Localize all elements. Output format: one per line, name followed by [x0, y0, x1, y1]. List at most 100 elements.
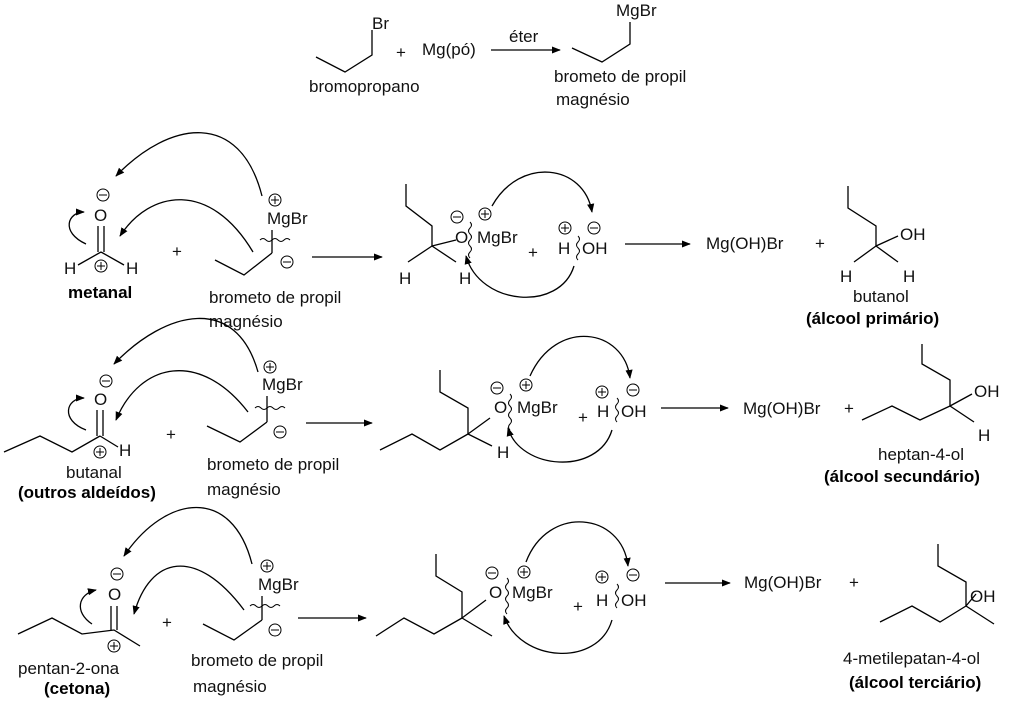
c-h-bond	[431, 245, 457, 263]
propyl-branch	[937, 544, 967, 606]
bond-h1	[77, 251, 102, 266]
substrate-class: (outros aldeídos)	[18, 483, 156, 502]
mgbr-label: MgBr	[477, 228, 518, 247]
bromine-label: Br	[372, 14, 389, 33]
proton-transfer-arrow-upper	[525, 521, 631, 567]
c-oh-bond	[875, 235, 899, 247]
propyl-chain	[202, 619, 263, 641]
hydrogen-label: H	[459, 269, 471, 288]
electron-shift-arrow	[79, 588, 97, 625]
product-mgbr-label: MgBr	[616, 1, 657, 20]
hydrogen-label: H	[497, 443, 509, 462]
bond-break-wavy	[249, 604, 281, 608]
grignard-reagent: MgBr brometo de propil magnésio	[123, 507, 323, 696]
bromopropane-skeleton	[315, 30, 373, 73]
c-h-bond	[467, 433, 493, 447]
bond-break-wavy	[615, 583, 619, 609]
alkoxide-intermediate: H H O MgBr	[399, 184, 518, 288]
proton-transfer-arrow-lower	[506, 427, 613, 463]
oxygen-label: O	[94, 206, 107, 225]
grignard-name-line1: brometo de propil	[191, 651, 323, 670]
mgbr-label: MgBr	[267, 209, 308, 228]
grignard-reagent: MgBr brometo de propil magnésio	[113, 317, 339, 499]
hydrogen-label: H	[978, 426, 990, 445]
attack-arrow-upper	[113, 317, 259, 373]
c-oh-bond	[949, 393, 973, 407]
propyl-chain	[375, 617, 463, 637]
mgbr-label: MgBr	[517, 398, 558, 417]
product-butanol: OH H H butanol (álcool primário)	[806, 186, 939, 328]
hydroxide-label: OH	[621, 402, 647, 421]
attack-arrow-upper	[115, 132, 263, 197]
hydrogen-label: H	[126, 259, 138, 278]
product-class: (álcool primário)	[806, 309, 939, 328]
attack-arrow-lower	[115, 370, 249, 421]
water-molecule: H OH	[595, 568, 647, 610]
c-h-bond	[407, 245, 433, 263]
hydrogen-label: H	[903, 267, 915, 286]
hydroxyl-label: OH	[974, 382, 1000, 401]
hydroxyl-label: OH	[900, 225, 926, 244]
hydrogen-label: H	[64, 259, 76, 278]
proton-transfer-arrow-lower	[464, 255, 575, 298]
product-name: butanol	[853, 287, 909, 306]
alkoxide-intermediate: O MgBr	[375, 554, 553, 637]
hydroxide-label: OH	[621, 591, 647, 610]
substrate-class: (cetona)	[44, 679, 110, 698]
c-h-bond	[875, 245, 899, 263]
mgbr-label: MgBr	[258, 575, 299, 594]
hydroxide-label: OH	[582, 239, 608, 258]
water-molecule: H OH	[558, 221, 608, 261]
oxygen-label: O	[455, 228, 468, 247]
plus-sign: +	[815, 234, 825, 253]
substrate-name: pentan-2-ona	[18, 659, 120, 678]
reaction-row-methanal: O H H metanal + MgBr brom	[64, 132, 939, 331]
byproduct-label: Mg(OH)Br	[744, 573, 822, 592]
c-h-bond	[853, 245, 877, 263]
propyl-chain	[861, 405, 951, 421]
bond-break-wavy	[259, 238, 291, 242]
propyl-chain	[214, 252, 273, 276]
bond-break-wavy	[468, 221, 472, 259]
plus-sign: +	[573, 597, 583, 616]
hydrogen-label: H	[597, 402, 609, 421]
byproduct-label: Mg(OH)Br	[706, 234, 784, 253]
propyl-branch	[439, 370, 469, 434]
bond-break-wavy	[615, 397, 619, 423]
product-name-line1: brometo de propil	[554, 67, 686, 86]
electron-shift-arrow	[68, 208, 87, 245]
carbon-chain	[17, 617, 141, 647]
oxygen-label: O	[494, 398, 507, 417]
propylmagnesium-bromide-skeleton	[571, 22, 631, 63]
hydrogen-label: H	[840, 267, 852, 286]
c-h-bond	[99, 435, 119, 448]
plus-sign: +	[578, 408, 588, 427]
oxygen-label: O	[489, 583, 502, 602]
attack-arrow-upper	[123, 507, 253, 565]
substrate-methanal: O H H metanal	[64, 188, 138, 302]
hydrogen-label: H	[119, 441, 131, 460]
attack-arrow-lower	[132, 565, 245, 615]
plus-sign: +	[162, 613, 172, 632]
grignard-name-line2: magnésio	[193, 677, 267, 696]
magnesium-powder-label: Mg(pó)	[422, 40, 476, 59]
plus-sign: +	[396, 43, 406, 62]
propyl-chain	[379, 433, 469, 451]
product-class: (álcool terciário)	[849, 673, 981, 692]
substrate-name: butanal	[66, 463, 122, 482]
bond-h2	[100, 251, 125, 266]
reactant-name: bromopropano	[309, 77, 420, 96]
plus-sign: +	[849, 573, 859, 592]
bond-break-wavy	[505, 577, 509, 615]
alkoxide-intermediate: H O MgBr	[379, 370, 558, 462]
propyl-chain	[3, 435, 101, 453]
mgbr-label: MgBr	[262, 375, 303, 394]
product-heptan-4-ol: OH H heptan-4-ol (álcool secundário)	[824, 344, 1000, 486]
proton-transfer-arrow-upper	[529, 335, 633, 379]
grignard-reagent: MgBr brometo de propil magnésio	[115, 132, 341, 331]
hydrogen-label: H	[596, 591, 608, 610]
plus-sign: +	[844, 399, 854, 418]
proton-transfer-arrow-lower	[503, 615, 613, 654]
substrate-name: metanal	[68, 283, 132, 302]
byproduct-label: Mg(OH)Br	[743, 399, 821, 418]
